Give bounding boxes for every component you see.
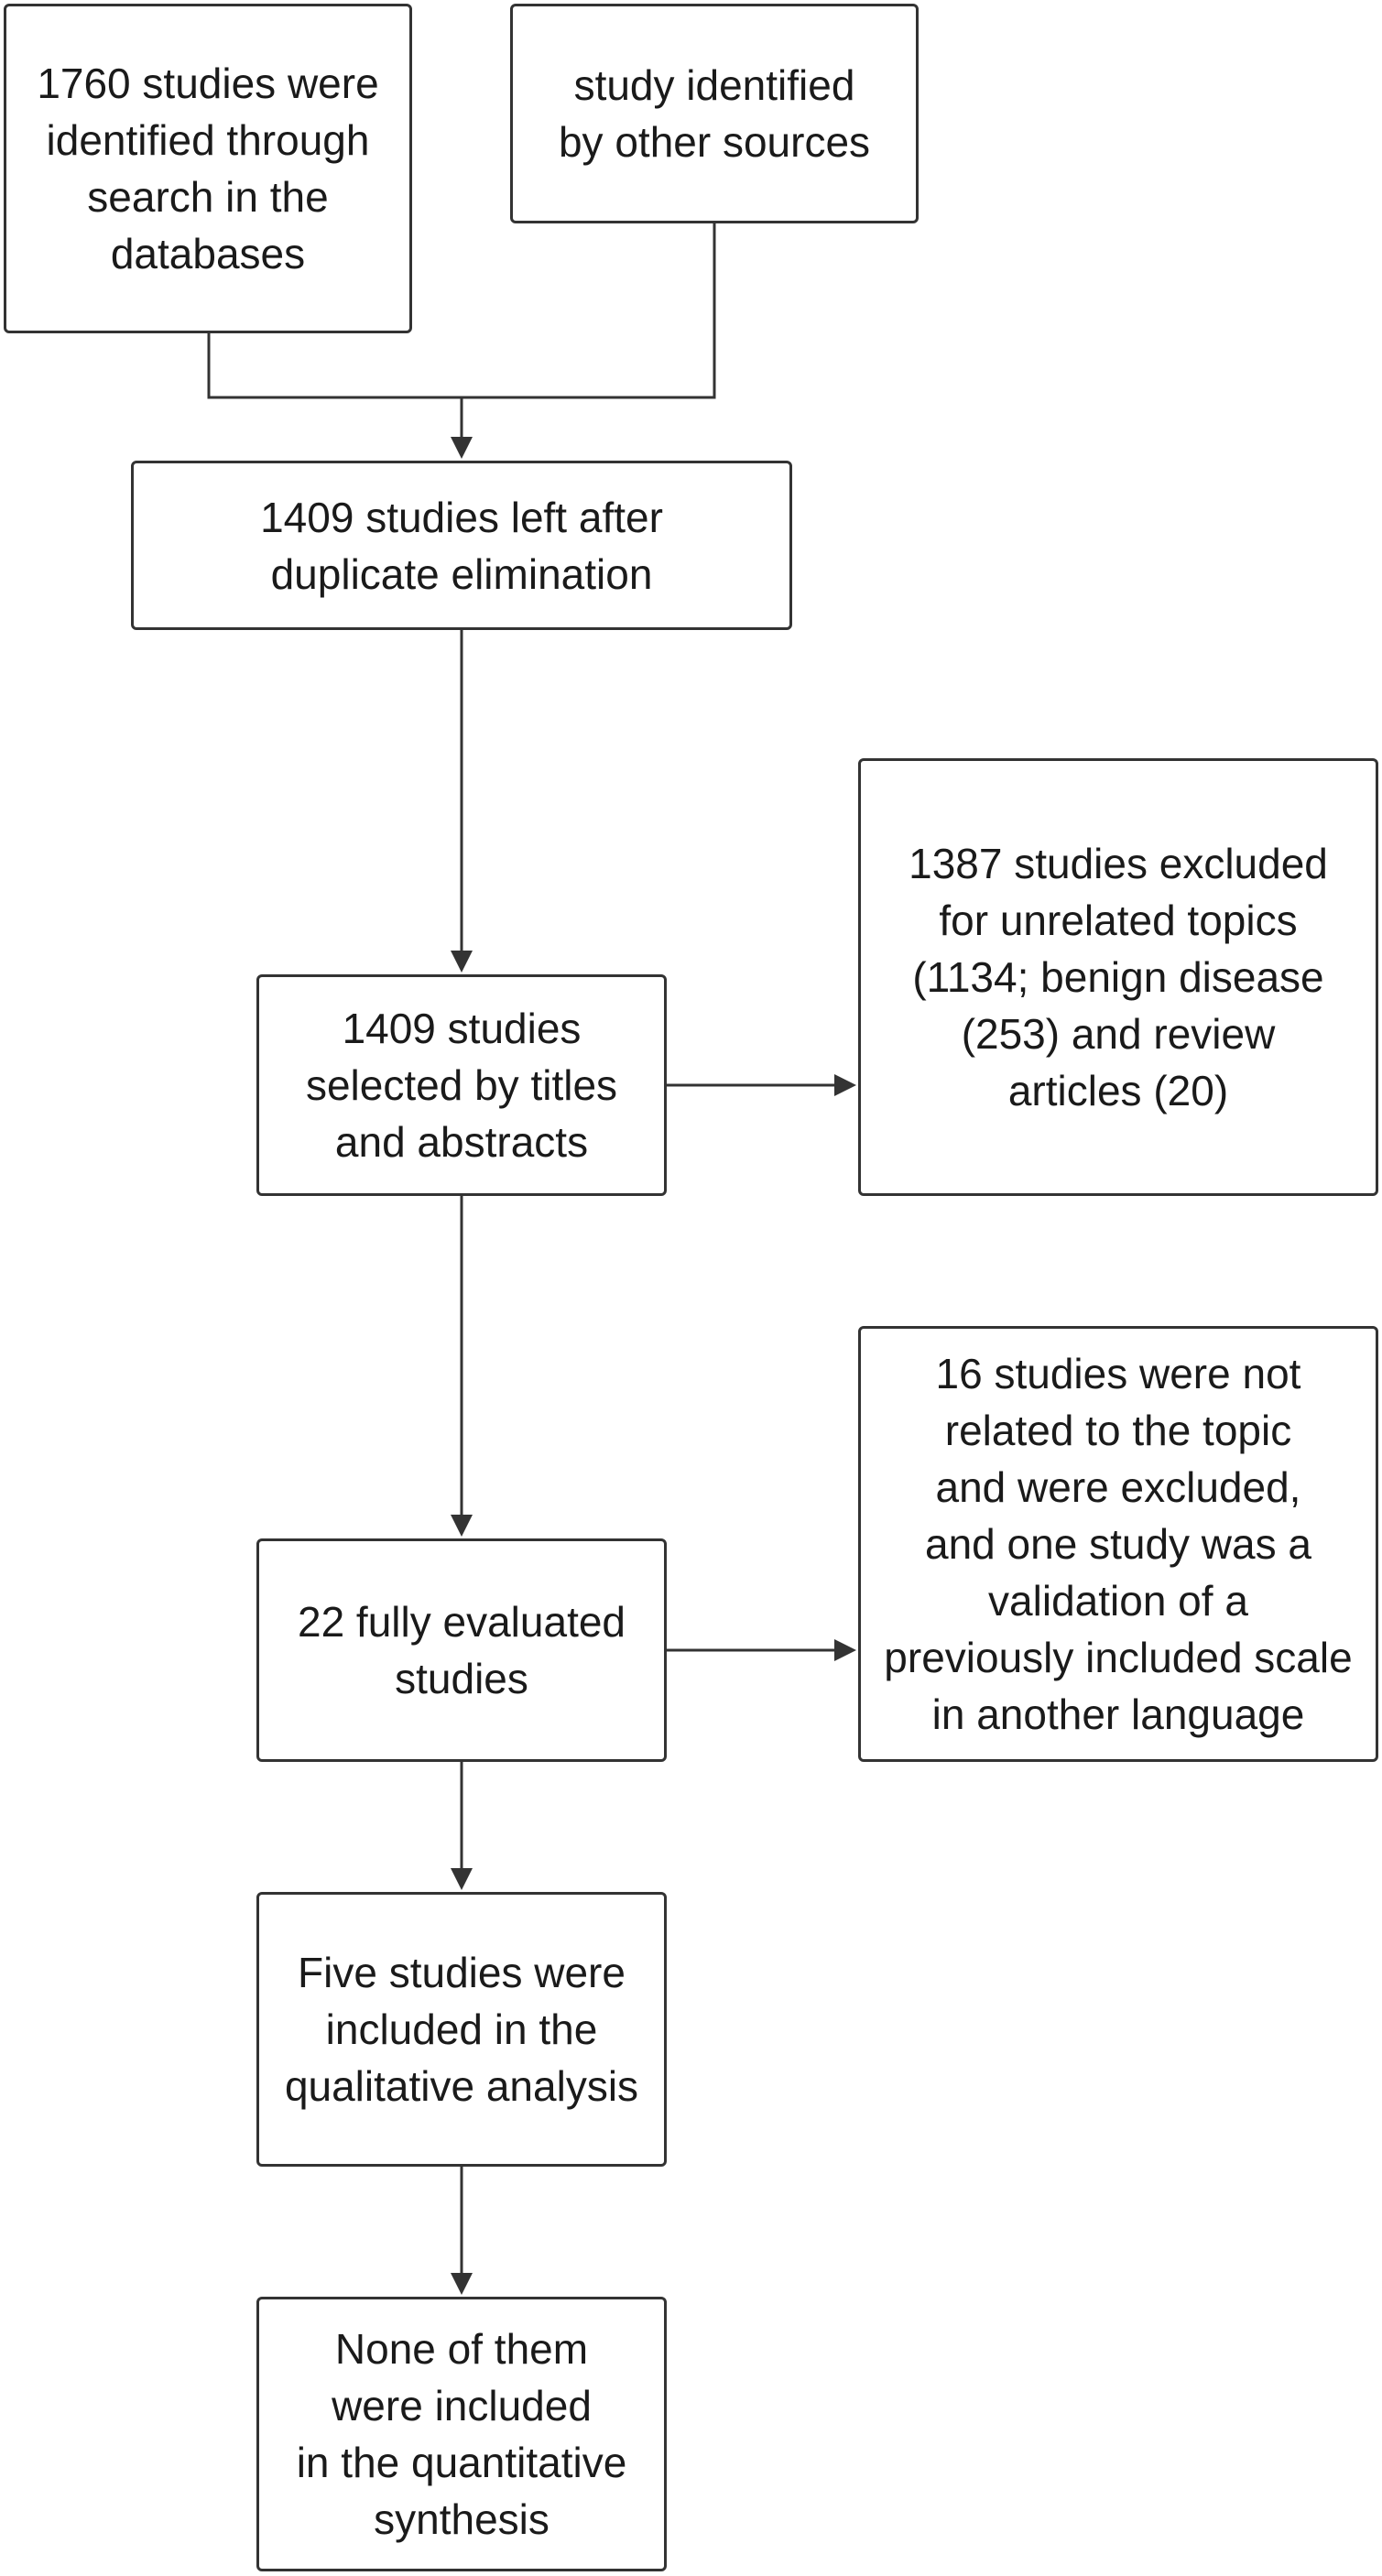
connector-other-to-merge xyxy=(462,223,716,399)
identified-other-sources-box: study identified by other sources xyxy=(510,4,919,223)
quantitative-synthesis-box: None of them were included in the quanti… xyxy=(256,2297,667,2571)
qualitative-analysis-box: Five studies were included in the qualit… xyxy=(256,1892,667,2167)
connector-search-to-merge xyxy=(207,333,462,399)
identified-database-box: 1760 studies were identified through sea… xyxy=(4,4,412,333)
excluded-topics-box: 1387 studies excluded for unrelated topi… xyxy=(858,758,1378,1196)
excluded-full-text-box: 16 studies were not related to the topic… xyxy=(858,1326,1378,1762)
duplicates-removed-box: 1409 studies left after duplicate elimin… xyxy=(131,461,792,630)
screened-box: 1409 studies selected by titles and abst… xyxy=(256,974,667,1196)
full-text-evaluated-box: 22 fully evaluated studies xyxy=(256,1538,667,1762)
